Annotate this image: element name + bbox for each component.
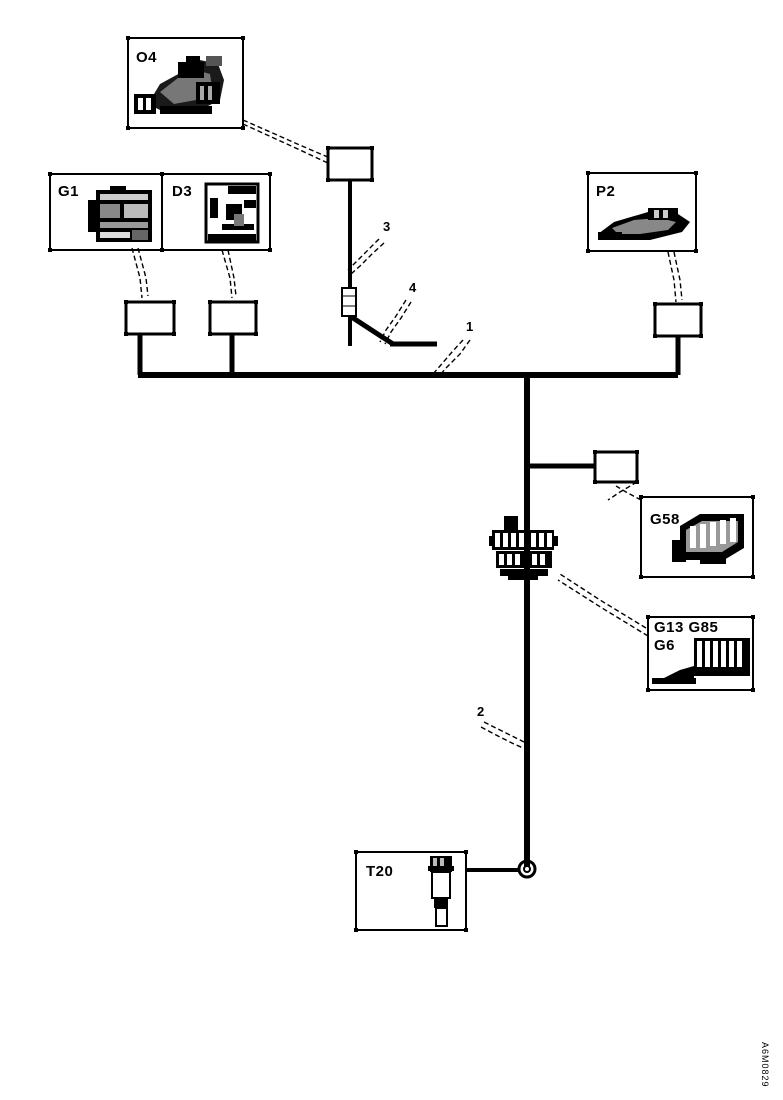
photo-o4-content — [134, 56, 224, 114]
photo-label-g6: G6 — [654, 637, 675, 654]
harness-drop-legs — [137, 180, 681, 469]
photo-d3-content — [204, 182, 260, 244]
ring-terminal — [517, 859, 537, 879]
callout-label-2: 2 — [477, 704, 484, 719]
leader-g1 — [131, 247, 143, 299]
photo-box-d3[interactable]: D3 — [160, 172, 272, 252]
photo-label-p2: P2 — [596, 183, 615, 200]
leader-callout-1 — [432, 339, 464, 375]
leader-d3 — [221, 249, 233, 299]
connector-box-top-center[interactable] — [326, 146, 374, 182]
photo-p2-content — [598, 208, 690, 240]
leader-o4-b — [242, 119, 331, 159]
photo-label-o4: O4 — [136, 49, 157, 66]
connector-box-right-p2[interactable] — [653, 302, 703, 338]
connector-box-left-b[interactable] — [208, 300, 258, 336]
leader-d3-b — [227, 249, 237, 297]
leader-callout-4-b — [384, 301, 412, 345]
main-multi-pin-connector[interactable] — [489, 516, 558, 580]
callout-label-1: 1 — [466, 319, 473, 334]
ring-terminal-hole — [523, 865, 531, 873]
leader-g58-b — [615, 485, 642, 501]
photo-box-t20[interactable]: T20 — [354, 850, 468, 932]
photo-box-o4[interactable]: O4 — [126, 36, 245, 130]
photo-g13-content — [652, 638, 750, 684]
leader-callout-2-b — [480, 726, 524, 749]
photo-label-t20: T20 — [366, 863, 393, 880]
photo-label-g13-g85: G13 G85 — [654, 619, 718, 636]
photo-label-g1: G1 — [58, 183, 79, 200]
leader-callout-3 — [347, 238, 380, 271]
photo-g58-content — [672, 514, 744, 564]
main-harness-bus — [138, 372, 678, 866]
leader-g13 — [559, 573, 647, 629]
photo-t20-content — [428, 856, 454, 927]
callout-leaders — [347, 238, 525, 749]
branch-callout-4 — [343, 290, 437, 347]
photo-box-p2[interactable]: P2 — [586, 171, 698, 253]
leader-o4 — [242, 123, 331, 165]
leader-g1-b — [137, 247, 149, 297]
photo-box-g58[interactable]: G58 — [639, 495, 755, 579]
leader-g58 — [607, 481, 638, 501]
photo-label-g58: G58 — [650, 511, 680, 528]
branch-diagonal — [348, 313, 395, 347]
photo-label-d3: D3 — [172, 183, 192, 200]
sheet-id-text: A6M0829 — [760, 1042, 770, 1088]
leader-callout-1-b — [439, 339, 471, 376]
leader-callout-2 — [483, 721, 525, 743]
photo-g1-content — [88, 186, 152, 242]
photo-box-g1[interactable]: G1 — [48, 172, 164, 252]
connector-box-g58-branch[interactable] — [593, 450, 639, 484]
leader-p2-b — [673, 251, 683, 301]
connector-box-left-a[interactable] — [124, 300, 176, 336]
leader-callout-3-b — [350, 242, 385, 275]
leader-g13-b — [557, 579, 649, 637]
leader-p2 — [667, 251, 677, 303]
ring-terminal-outer — [517, 859, 537, 879]
callout-label-3: 3 — [383, 219, 390, 234]
connector-inline-small[interactable] — [341, 287, 357, 317]
callout-label-4: 4 — [409, 280, 417, 295]
leader-callout-4 — [379, 299, 407, 343]
photo-box-g13-g85-g6[interactable]: G13 G85 G6 — [646, 615, 755, 692]
